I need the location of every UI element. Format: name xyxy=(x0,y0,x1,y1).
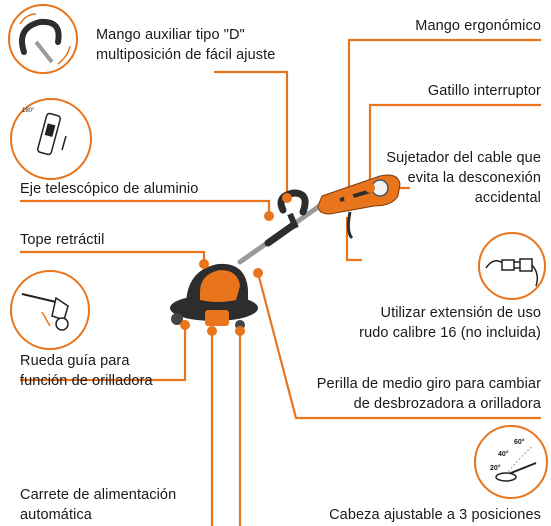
inset-d-handle xyxy=(8,4,78,74)
trimmer-drawing xyxy=(170,174,401,336)
angle-20-label: 20° xyxy=(490,465,501,472)
inset-extension-plug xyxy=(478,232,546,300)
d-handle xyxy=(277,189,309,216)
dot-perilla xyxy=(253,268,263,278)
label-rueda-2: función de orilladora xyxy=(20,373,153,389)
line-mango-ergonomico xyxy=(347,38,541,198)
label-mango-auxiliar: Mango auxiliar tipo "D" xyxy=(96,27,245,43)
label-sujetador-2: evita la desconexión xyxy=(407,170,541,186)
dot-rueda xyxy=(180,320,190,330)
label-perilla-2: de desbrozadora a orilladora xyxy=(353,396,541,412)
angle-40-label: 40° xyxy=(498,451,509,458)
line-extension xyxy=(345,217,362,262)
dot-eje xyxy=(264,211,274,221)
spool xyxy=(205,310,229,326)
motor-cover xyxy=(200,270,240,302)
guide-wheel-icon xyxy=(21,293,69,331)
label-carrete-2: automática xyxy=(20,507,92,523)
shaft-collar xyxy=(264,222,296,247)
label-extension-1: Utilizar extensión de uso xyxy=(380,305,541,321)
label-sujetador-3: accidental xyxy=(474,190,541,206)
guide-wheel xyxy=(171,313,183,325)
dot-carrete xyxy=(207,326,217,336)
line-eje xyxy=(20,199,271,216)
callout-lines xyxy=(20,38,541,526)
adjustable-head-icon xyxy=(495,446,537,482)
dot-mango-auxiliar xyxy=(282,193,292,203)
d-handle-icon xyxy=(19,13,71,65)
dot-mango-ergonomico xyxy=(344,193,354,203)
line-rueda xyxy=(20,325,187,382)
line-mango-auxiliar xyxy=(214,70,289,198)
dot-gatillo xyxy=(365,183,375,193)
label-mango-ergonomico: Mango ergonómico xyxy=(415,18,541,34)
d-handle-mount xyxy=(287,212,299,230)
label-gatillo: Gatillo interruptor xyxy=(427,83,541,99)
plug-icon xyxy=(485,258,539,287)
label-perilla-1: Perilla de medio giro para cambiar xyxy=(316,376,541,392)
label-tope: Tope retráctil xyxy=(20,232,105,248)
dot-cabeza xyxy=(235,326,245,336)
label-carrete-1: Carrete de alimentación xyxy=(20,487,177,503)
inset-adjustable-head: 60° 40° 20° xyxy=(474,425,548,499)
power-cord xyxy=(346,211,354,240)
inset-telescopic: 180° xyxy=(10,98,92,180)
angle-60-label: 60° xyxy=(514,439,525,446)
label-sujetador-1: Sujetador del cable que xyxy=(386,150,541,166)
line-gatillo xyxy=(368,103,541,188)
label-extension-2: rudo calibre 16 (no incluida) xyxy=(359,325,541,341)
label-mango-auxiliar-2: multiposición de fácil ajuste xyxy=(96,47,276,63)
dot-tope xyxy=(199,259,209,269)
label-eje: Eje telescópico de aluminio xyxy=(20,181,199,197)
line-perilla xyxy=(256,272,541,420)
label-rueda-1: Rueda guía para xyxy=(20,353,130,369)
line-tope xyxy=(20,250,206,264)
inset-guide-wheel xyxy=(10,270,90,350)
telescopic-shaft-icon xyxy=(36,112,67,156)
inset-eje-degrees: 180° xyxy=(22,108,35,114)
label-cabeza: Cabeza ajustable a 3 posiciones xyxy=(329,507,541,523)
